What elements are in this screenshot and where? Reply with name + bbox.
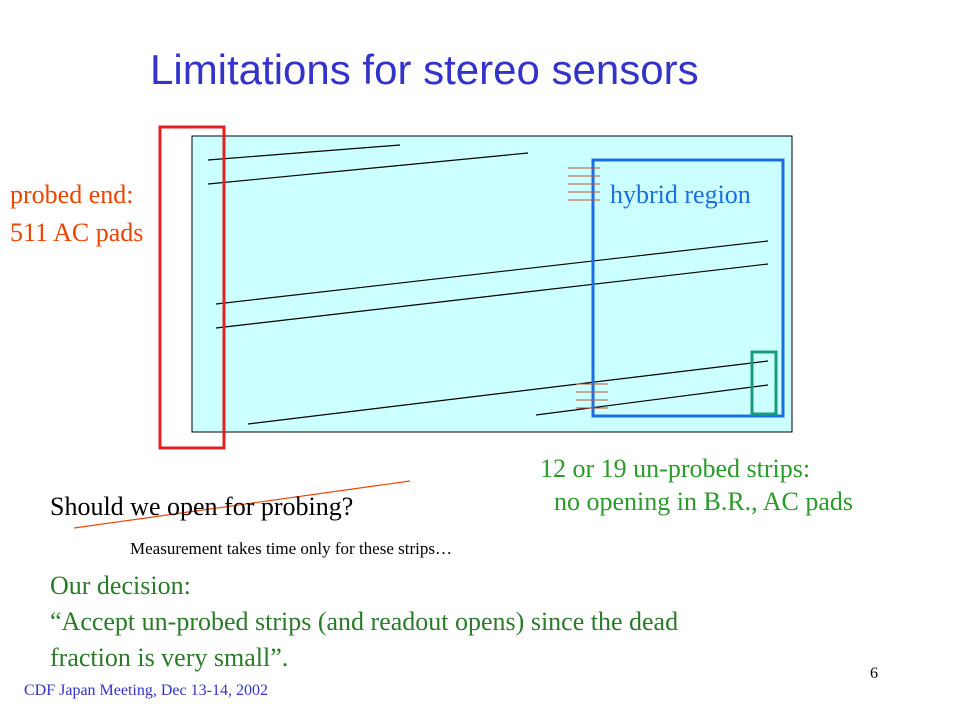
hybrid-region-label: hybrid region (610, 180, 751, 209)
question-strike-line (73, 480, 411, 529)
probed-end-label: probed end: 511 AC pads (10, 176, 143, 252)
pad-ticks-upper (568, 167, 600, 201)
strip-line (207, 152, 529, 185)
page-number: 6 (870, 665, 878, 682)
probing-question: Should we open for probing? (50, 492, 354, 521)
pad-ticks-lower (576, 383, 608, 409)
decision-line1: Our decision: (50, 571, 191, 600)
unprobed-strips-label: 12 or 19 un-probed strips: no opening in… (540, 452, 853, 518)
decision-line3: fraction is very small”. (50, 643, 289, 672)
probed-end-line1: probed end: (10, 180, 134, 209)
slide-title: Limitations for stereo sensors (150, 46, 699, 93)
hybrid-region-box (591, 158, 785, 418)
strip-line (535, 384, 769, 416)
unprobed-line1: 12 or 19 un-probed strips: (540, 454, 811, 483)
unprobed-strips-box (750, 350, 778, 416)
strip-line (247, 360, 769, 425)
footer-text: CDF Japan Meeting, Dec 13-14, 2002 (24, 682, 268, 699)
strip-line (215, 263, 769, 329)
decision-text: Our decision: “Accept un-probed strips (… (50, 568, 678, 676)
stereo-strips (207, 144, 769, 425)
probed-end-box (158, 125, 226, 450)
unprobed-line2: no opening in B.R., AC pads (554, 487, 854, 516)
sensor-outline (191, 135, 793, 433)
probed-end-line2: 511 AC pads (10, 218, 144, 247)
measurement-note: Measurement takes time only for these st… (130, 539, 452, 558)
strip-line (207, 144, 401, 161)
strip-line (215, 240, 769, 305)
decision-line2: “Accept un-probed strips (and readout op… (50, 607, 679, 636)
